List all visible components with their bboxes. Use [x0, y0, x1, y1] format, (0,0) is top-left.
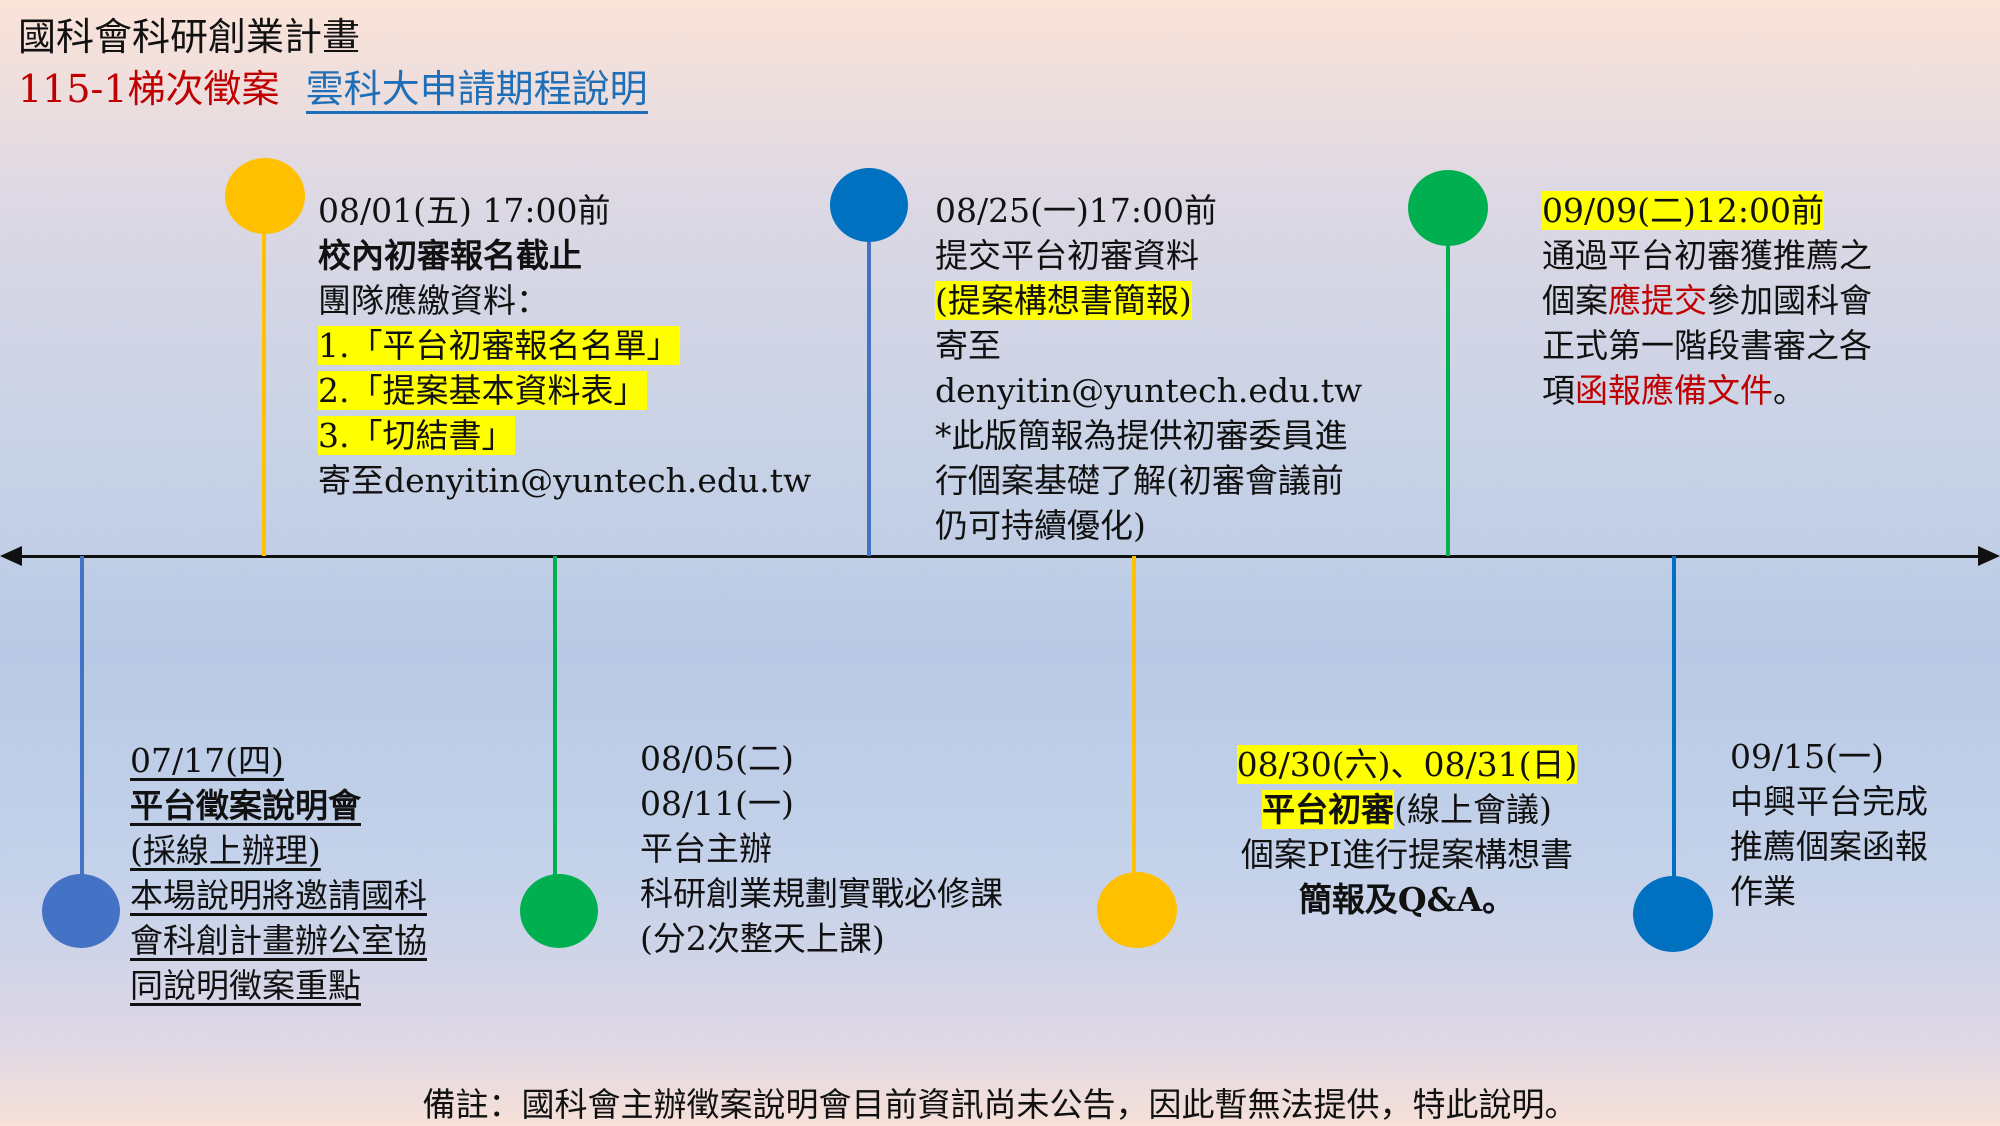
event-email: denyitin@yuntech.edu.tw [935, 371, 1363, 410]
page-title: 國科會科研創業計畫 [18, 15, 361, 59]
arrow-left-icon [0, 546, 22, 566]
event-title: 校內初審報名截止 [318, 236, 582, 275]
event-date: 07/17(四) [130, 741, 284, 780]
event-line: 同說明徵案重點 [130, 966, 361, 1005]
arrow-right-icon [1978, 546, 2000, 566]
event-line: 平台初審(線上會議) [1262, 790, 1552, 829]
emphasis-text: 應提交 [1608, 281, 1707, 320]
page-subtitle: 115-1梯次徵案雲科大申請期程說明 [18, 58, 648, 114]
marker-dot-0909 [1408, 170, 1488, 246]
event-title: 平台徵案說明會 [130, 786, 361, 825]
event-note: *此版簡報為提供初審委員進 [935, 416, 1348, 455]
event-line: 正式第一階段書審之各 [1542, 326, 1872, 365]
stem-0805 [553, 556, 557, 896]
marker-dot-0830 [1097, 872, 1177, 948]
event-date: 08/01(五) 17:00前 [318, 191, 611, 230]
event-title: 平台初審 [1262, 790, 1395, 829]
event-0825: 08/25(一)17:00前 提交平台初審資料 (提案構想書簡報) 寄至 den… [935, 188, 1362, 548]
stem-0801 [262, 200, 266, 556]
required-item: 2.「提案基本資料表」 [318, 371, 647, 410]
event-email: 寄至denyitin@yuntech.edu.tw [318, 461, 812, 500]
event-line: 通過平台初審獲推薦之 [1542, 236, 1872, 275]
event-0801: 08/01(五) 17:00前 校內初審報名截止 團隊應繳資料： 1.「平台初審… [318, 188, 811, 503]
event-line: 簡報及Q&A。 [1298, 880, 1516, 919]
event-date: 08/25(一)17:00前 [935, 191, 1217, 230]
stem-0915 [1672, 556, 1676, 896]
marker-dot-0717 [42, 874, 120, 948]
event-date: 08/05(二) [640, 739, 794, 778]
event-date: 09/15(一) [1730, 737, 1884, 776]
event-line: 會科創計畫辦公室協 [130, 921, 427, 960]
required-item: 3.「切結書」 [318, 416, 515, 455]
event-line: 本場說明將邀請國科 [130, 876, 427, 915]
stem-0717 [80, 556, 84, 896]
batch-label: 115-1梯次徵案 [18, 67, 280, 111]
event-line: 平台主辦 [640, 829, 772, 868]
footer-note: 備註：國科會主辦徵案說明會目前資訊尚未公告，因此暫無法提供，特此說明。 [422, 1085, 1578, 1124]
event-line: 中興平台完成 [1730, 782, 1928, 821]
event-line: 團隊應繳資料： [318, 281, 549, 320]
event-line: 項函報應備文件。 [1542, 371, 1806, 410]
event-line: 個案PI進行提案構想書 [1240, 835, 1574, 874]
timeline-axis [10, 555, 1988, 558]
event-0717: 07/17(四) 平台徵案說明會 (採線上辦理) 本場說明將邀請國科 會科創計畫… [130, 738, 427, 1008]
event-line: 寄至 [935, 326, 1001, 365]
stem-0830 [1132, 556, 1136, 896]
event-note: 仍可持續優化) [935, 506, 1146, 545]
event-0805: 08/05(二) 08/11(一) 平台主辦 科研創業規劃實戰必修課 (分2次整… [640, 736, 1003, 961]
event-note: 行個案基礎了解(初審會議前 [935, 461, 1344, 500]
marker-dot-0801 [225, 158, 305, 234]
event-line: 提交平台初審資料 [935, 236, 1199, 275]
marker-dot-0825 [830, 168, 908, 242]
marker-dot-0915 [1633, 876, 1713, 952]
event-line: 個案應提交參加國科會 [1542, 281, 1872, 320]
emphasis-text: 函報應備文件 [1575, 371, 1773, 410]
event-line: 推薦個案函報 [1730, 827, 1928, 866]
event-0915: 09/15(一) 中興平台完成 推薦個案函報 作業 [1730, 734, 1928, 914]
marker-dot-0805 [520, 874, 598, 948]
stem-0909 [1446, 210, 1450, 556]
required-item: 1.「平台初審報名名單」 [318, 326, 680, 365]
event-date: 09/09(二)12:00前 [1542, 191, 1824, 230]
event-line: 作業 [1730, 872, 1796, 911]
event-0830: 08/30(六)、08/31(日) 平台初審(線上會議) 個案PI進行提案構想書… [1212, 742, 1602, 922]
event-date: 08/11(一) [640, 784, 794, 823]
stem-0825 [867, 210, 871, 556]
event-highlight: (提案構想書簡報) [935, 281, 1192, 320]
event-line: (採線上辦理) [130, 831, 321, 870]
event-0909: 09/09(二)12:00前 通過平台初審獲推薦之 個案應提交參加國科會 正式第… [1542, 188, 1872, 413]
event-line: (分2次整天上課) [640, 919, 885, 958]
event-date: 08/30(六)、08/31(日) [1236, 745, 1578, 784]
event-line: 科研創業規劃實戰必修課 [640, 874, 1003, 913]
schedule-link[interactable]: 雲科大申請期程說明 [305, 67, 648, 114]
